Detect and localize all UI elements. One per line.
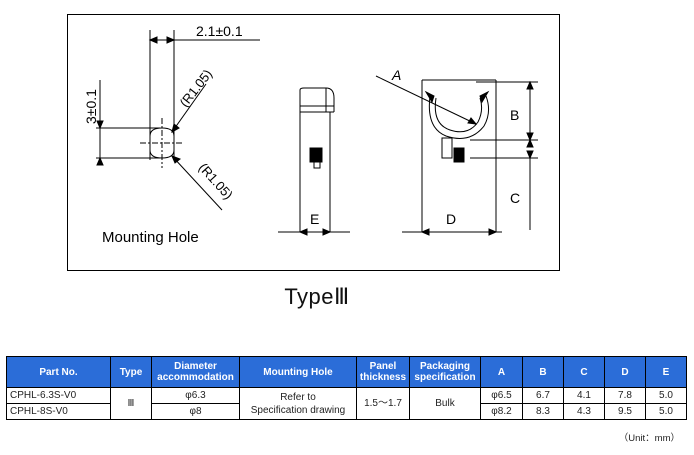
cell-diameter: φ6.3 [151, 387, 240, 404]
header-c: C [563, 356, 605, 388]
technical-drawing: 2.1±0.1 3±0.1 (R1.05) (R1.05) Mounting H… [83, 23, 538, 246]
mounting-hole-label: Mounting Hole [102, 229, 199, 246]
cell-b: 8.3 [522, 403, 564, 420]
dim-3-label: 3±0.1 [83, 89, 99, 124]
cell-type: Ⅲ [110, 387, 152, 420]
header-e: E [645, 356, 687, 388]
cell-e: 5.0 [645, 403, 687, 420]
cell-d: 9.5 [604, 403, 646, 420]
mounting-hole-view: 2.1±0.1 3±0.1 (R1.05) (R1.05) Mounting H… [83, 23, 260, 246]
cell-c: 4.1 [563, 387, 605, 404]
header-diameter-line2: accommodation [157, 372, 234, 383]
cell-packaging: Bulk [409, 387, 481, 420]
cell-c: 4.3 [563, 403, 605, 420]
label-b: B [510, 107, 519, 123]
header-panel-line2: thickness [359, 372, 407, 383]
label-c: C [510, 190, 520, 206]
radius-upper-label: (R1.05) [177, 66, 216, 109]
front-view: A B C D [375, 67, 538, 236]
header-packaging-line1: Packaging [419, 361, 471, 372]
header-mounting-hole: Mounting Hole [239, 356, 357, 388]
cell-part-no: CPHL-8S-V0 [6, 403, 111, 420]
label-a: A [391, 67, 401, 83]
label-e: E [310, 211, 319, 227]
header-part-no: Part No. [6, 356, 111, 388]
cell-part-no: CPHL-6.3S-V0 [6, 387, 111, 404]
cell-a: φ6.5 [480, 387, 523, 404]
header-type: Type [110, 356, 152, 388]
table-row: CPHL-8S-V0 φ8 φ8.2 8.3 4.3 9.5 5.0 [6, 403, 687, 420]
header-diameter-line1: Diameter [174, 361, 217, 372]
radius-lower-label: (R1.05) [196, 160, 236, 202]
cell-a: φ8.2 [480, 403, 523, 420]
side-view: E [278, 87, 350, 236]
mounting-hole-line1: Refer to [280, 391, 316, 403]
drawing-frame [67, 14, 560, 271]
mounting-hole-line2: Specification drawing [250, 404, 346, 416]
cell-b: 6.7 [522, 387, 564, 404]
cell-panel-thickness: 1.5～1.7 [356, 387, 410, 420]
cell-d: 7.8 [604, 387, 646, 404]
cell-e: 5.0 [645, 387, 687, 404]
header-packaging-line2: specification [414, 372, 476, 383]
header-d: D [604, 356, 646, 388]
header-b: B [522, 356, 564, 388]
header-panel-line1: Panel [369, 361, 397, 372]
cell-diameter: φ8 [151, 403, 240, 420]
type-title: TypeⅢ [284, 284, 350, 309]
header-a: A [480, 356, 523, 388]
unit-note: （Unit：mm） [618, 433, 680, 444]
label-d: D [446, 211, 456, 227]
dim-2-1-label: 2.1±0.1 [196, 23, 243, 39]
